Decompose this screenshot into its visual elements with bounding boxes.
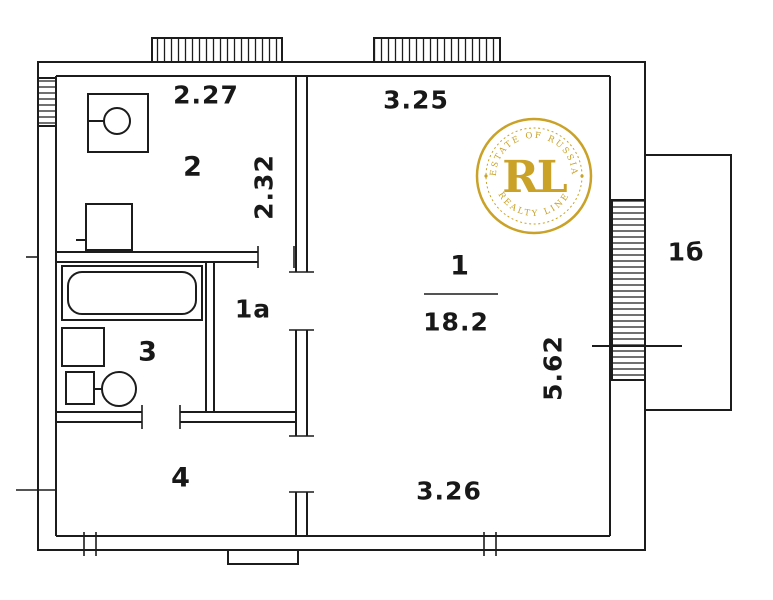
dim-room1-width-top: 3.25 — [383, 85, 449, 115]
bathtub-icon — [61, 265, 203, 321]
dim-room1-depth: 5.62 — [538, 335, 568, 401]
room-1-number: 1 — [450, 250, 470, 282]
door-opening-ticks — [16, 246, 497, 556]
washbasin-icon — [61, 327, 105, 367]
watermark-outer-ring — [475, 117, 593, 235]
watermark-badge: RL ESTATE OF RUSSIA REALTY LINE — [475, 117, 593, 235]
room-1a-number: 1а — [234, 294, 272, 324]
toilet-icon — [65, 371, 137, 407]
room-1-area: 18.2 — [423, 307, 489, 337]
room-4-number: 4 — [171, 462, 191, 494]
room1-window-icon — [373, 37, 501, 63]
kitchen-sink-icon — [87, 93, 149, 153]
left-wall-hatch — [37, 77, 57, 127]
dim-kitchen-depth: 2.32 — [249, 154, 279, 220]
kitchen-window-icon — [151, 37, 283, 63]
dim-kitchen-width: 2.27 — [173, 80, 239, 110]
balcony-outline — [592, 154, 732, 411]
inner-walls — [56, 76, 308, 536]
room-3-number: 3 — [138, 336, 158, 368]
dim-room1-width-bottom: 3.26 — [416, 476, 482, 506]
watermark-right-dot — [580, 174, 584, 178]
balcony-window-icon — [611, 199, 646, 381]
room-1b-number: 1б — [667, 237, 705, 267]
watermark-left-dot — [484, 174, 488, 178]
stove-icon — [76, 203, 133, 251]
entrance-step — [227, 549, 299, 565]
room-2-number: 2 — [183, 151, 203, 183]
watermark-initials: RL — [502, 152, 567, 203]
